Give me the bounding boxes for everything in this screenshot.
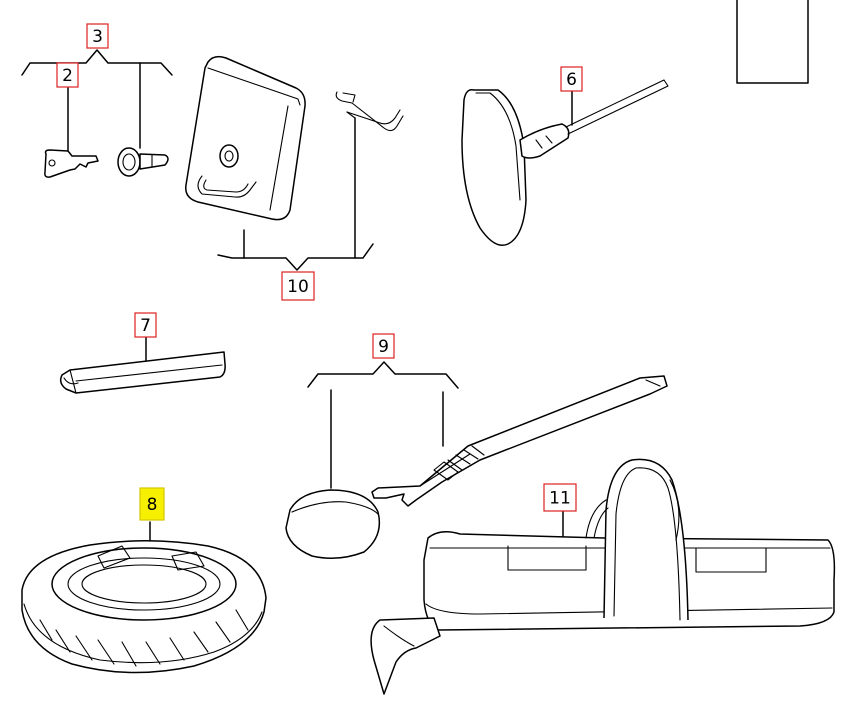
callout-label-2: 2	[62, 66, 73, 86]
callout-11: 11	[543, 483, 577, 512]
callout-10: 10	[281, 271, 315, 301]
callout-labels: 32 6 10 7 9 8 11	[56, 23, 583, 521]
callout-label-6: 6	[566, 70, 577, 90]
callout-box-9	[372, 333, 395, 359]
callout-6: 6	[560, 66, 583, 92]
callout-box-8	[139, 487, 165, 521]
t-handle-tool-part	[461, 79, 669, 246]
lock-cylinder-part	[117, 147, 169, 177]
callout-box-10	[281, 271, 315, 301]
cover-panel-part	[185, 55, 306, 221]
callout-label-7: 7	[140, 316, 151, 336]
sponge-part	[285, 489, 381, 559]
callout-box-2	[56, 62, 79, 88]
bag-part	[370, 458, 836, 695]
part-3-bracket	[21, 49, 173, 153]
trim-strip-part	[59, 335, 226, 394]
callout-2: 2	[56, 62, 79, 88]
tong-tool-part	[371, 375, 668, 507]
callout-box-3	[86, 23, 109, 49]
hook-part	[335, 91, 404, 132]
tyre-tread	[39, 609, 249, 667]
partial-frame-top-right	[736, 0, 809, 84]
callout-label-10: 10	[287, 277, 309, 297]
part-9-bracket	[307, 361, 459, 489]
callout-label-8: 8	[147, 495, 158, 515]
callout-7: 7	[134, 312, 157, 338]
callout-box-7	[134, 312, 157, 338]
callout-box-11	[543, 483, 577, 512]
key-part	[44, 149, 99, 178]
callout-9: 9	[372, 333, 395, 359]
callout-label-11: 11	[549, 489, 571, 509]
part-10-bracket	[217, 117, 374, 271]
callout-label-3: 3	[92, 27, 103, 47]
callout-8: 8	[139, 487, 165, 521]
callout-label-9: 9	[378, 337, 389, 357]
callout-3: 3	[86, 23, 109, 49]
callout-box-6	[560, 66, 583, 92]
tyre-part	[21, 521, 267, 674]
